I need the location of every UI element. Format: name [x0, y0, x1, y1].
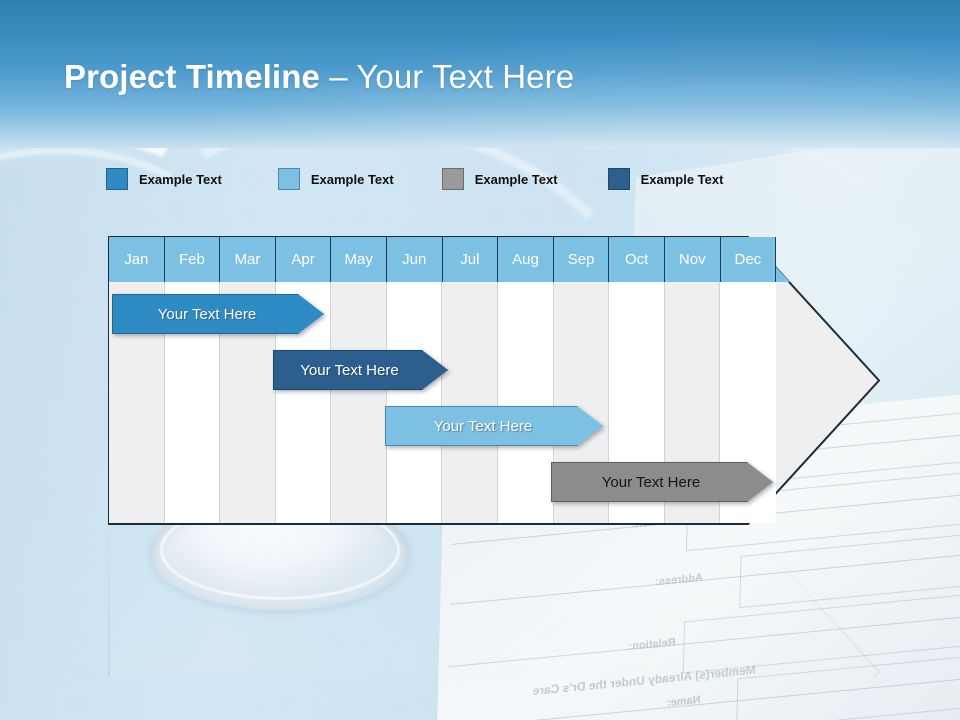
legend-label: Example Text	[139, 171, 222, 187]
legend-swatch-icon	[441, 168, 464, 190]
timeline-bar-3[interactable]: Your Text Here	[385, 406, 603, 446]
timeline-bar-label: Your Text Here	[157, 305, 257, 323]
month-header-oct[interactable]: Oct	[609, 237, 665, 282]
legend-item-2[interactable]: Example Text	[277, 168, 394, 190]
timeline-bar-2[interactable]: Your Text Here	[273, 350, 448, 390]
title-banner	[0, 0, 960, 148]
month-header-jul[interactable]: Jul	[442, 237, 499, 282]
month-header-nov[interactable]: Nov	[664, 237, 721, 282]
timeline-bar-label: Your Text Here	[433, 417, 533, 435]
grid-column-may	[331, 282, 387, 523]
timeline-bar-1[interactable]: Your Text Here	[112, 294, 324, 334]
grid-column-jun	[386, 282, 443, 523]
month-header-aug[interactable]: Aug	[498, 237, 554, 282]
form-text-line: Member(s) Already Under the Dr's Care	[532, 662, 756, 699]
month-header-dec[interactable]: Dec	[720, 237, 777, 282]
legend-item-4[interactable]: Example Text	[607, 168, 724, 190]
page-title: Project Timeline – Your Text Here	[64, 58, 574, 96]
timeline-bar-label: Your Text Here	[300, 361, 399, 379]
month-header-jan[interactable]: Jan	[109, 237, 165, 282]
legend-swatch-icon	[106, 168, 128, 190]
legend-swatch-icon	[607, 168, 630, 190]
form-text-line: Relation:	[628, 636, 676, 653]
form-text-line: Name:	[666, 693, 701, 710]
title-banner-sheen	[0, 0, 960, 148]
month-header-mar[interactable]: Mar	[220, 237, 276, 282]
form-text-line: Address:	[655, 571, 704, 589]
month-header-sep[interactable]: Sep	[553, 237, 610, 282]
legend-label: Example Text	[310, 171, 394, 187]
timeline-chart: Jan Feb Mar Apr May Jun Jul Aug Sep Oct …	[108, 236, 880, 525]
month-header-may[interactable]: May	[331, 237, 387, 282]
grid-column-jul	[442, 282, 499, 523]
month-header-row: Jan Feb Mar Apr May Jun Jul Aug Sep Oct …	[109, 237, 777, 282]
page-title-rest: – Your Text Here	[319, 58, 575, 95]
month-header-feb[interactable]: Feb	[164, 237, 221, 282]
legend: Example Text Example Text Example Text E…	[106, 168, 723, 190]
page-title-bold: Project Timeline	[64, 58, 320, 95]
month-header-jun[interactable]: Jun	[386, 237, 443, 282]
legend-label: Example Text	[640, 171, 724, 187]
legend-item-3[interactable]: Example Text	[441, 168, 558, 190]
legend-item-1[interactable]: Example Text	[106, 168, 222, 190]
timeline-bar-4[interactable]: Your Text Here	[551, 462, 773, 502]
grid-column-aug	[498, 282, 554, 523]
timeline-bar-label: Your Text Here	[601, 473, 701, 491]
legend-label: Example Text	[474, 171, 558, 187]
month-header-apr[interactable]: Apr	[275, 237, 332, 282]
legend-swatch-icon	[277, 168, 300, 190]
